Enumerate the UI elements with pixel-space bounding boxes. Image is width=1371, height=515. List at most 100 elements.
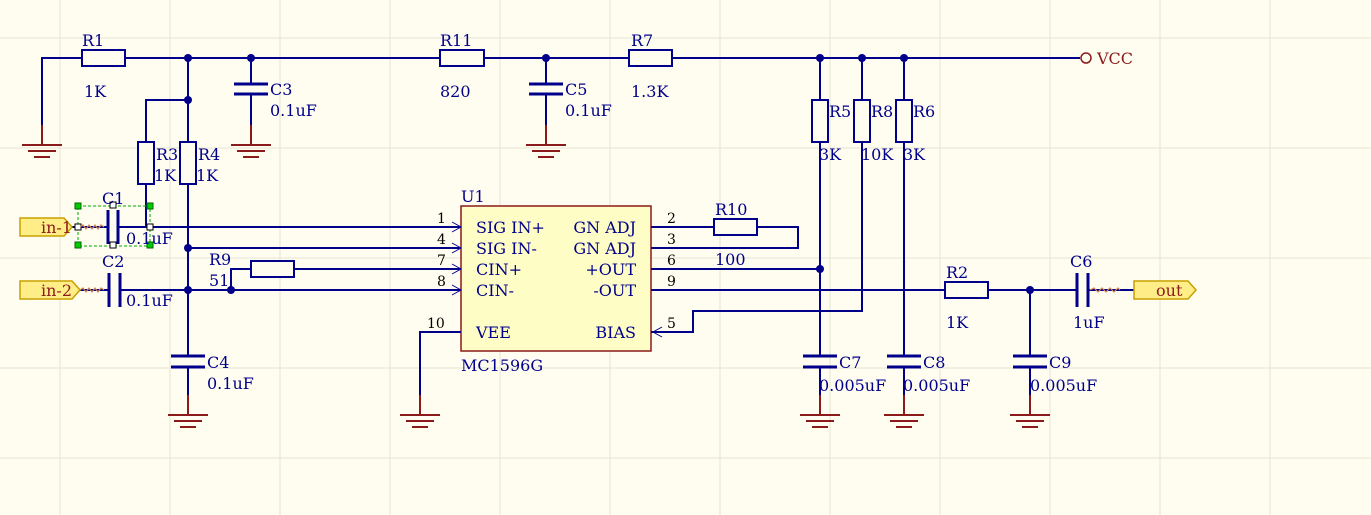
resistor-r8[interactable]: R8 10K (853, 99, 894, 164)
resistor-r1[interactable]: R1 1K (81, 31, 126, 101)
svg-text:GN ADJ: GN ADJ (573, 239, 636, 258)
pin-1[interactable]: 1 SIG IN+ (437, 211, 545, 237)
svg-text:5: 5 (667, 316, 676, 332)
value-label: 1K (154, 166, 177, 185)
pin-7[interactable]: 7 CIN+ (437, 253, 522, 279)
svg-text:SIG IN+: SIG IN+ (476, 218, 545, 237)
svg-text:in-1: in-1 (41, 218, 72, 237)
svg-text:VCC: VCC (1096, 49, 1133, 68)
ground-icon (400, 395, 440, 428)
value-label: 51 (209, 271, 229, 290)
svg-text:CIN-: CIN- (476, 281, 514, 300)
port-in-2[interactable]: in-2 (19, 280, 82, 300)
ic-u1[interactable]: U1 MC1596G 1 SIG IN+ 4 SIG IN- 7 CIN+ 8 … (427, 187, 676, 375)
svg-text:BIAS: BIAS (595, 323, 636, 342)
capacitor-c6[interactable]: C6 1uF (1070, 252, 1105, 332)
resistor-r3[interactable]: R3 1K (137, 141, 178, 185)
ref-label: C5 (565, 80, 587, 99)
value-label: 0.005uF (819, 376, 886, 395)
selection-handle[interactable] (74, 241, 82, 249)
svg-text:VEE: VEE (475, 323, 511, 342)
pin-6[interactable]: 6 +OUT (585, 253, 676, 279)
svg-text:SIG IN-: SIG IN- (476, 239, 537, 258)
value-label: 0.1uF (565, 101, 612, 120)
resistor-r2[interactable]: R2 1K (944, 263, 989, 332)
pin-8[interactable]: 8 CIN- (437, 274, 514, 300)
ref-label: C4 (207, 353, 229, 372)
ref-label: R4 (198, 145, 220, 164)
svg-text:+OUT: +OUT (585, 260, 636, 279)
selection-handle[interactable] (109, 201, 117, 209)
ref-label: R5 (829, 102, 851, 121)
port-in-1[interactable]: in-1 (19, 217, 74, 237)
value-label: 0.1uF (126, 229, 173, 248)
selection-handle[interactable] (74, 202, 82, 210)
svg-text:-OUT: -OUT (593, 281, 636, 300)
pin-9[interactable]: 9 -OUT (593, 274, 676, 300)
ground-icon (884, 395, 924, 428)
svg-text:3: 3 (667, 232, 676, 248)
resistor-r11[interactable]: R11 820 (439, 31, 485, 101)
capacitor-c1[interactable]: C1 0.1uF (74, 189, 173, 249)
ref-label: R7 (631, 31, 653, 50)
svg-text:in-2: in-2 (41, 281, 72, 300)
capacitor-c4[interactable]: C4 0.1uF (171, 353, 254, 393)
value-label: 100 (715, 250, 746, 269)
svg-text:out: out (1156, 281, 1183, 300)
selection-handle[interactable] (146, 202, 154, 210)
ref-label: R8 (871, 102, 893, 121)
net-marker-icon (79, 287, 105, 293)
ref-label: R11 (440, 31, 472, 50)
ref-label: C3 (270, 80, 292, 99)
selection-handle[interactable] (109, 241, 117, 249)
ref-label: R2 (946, 263, 968, 282)
svg-text:CIN+: CIN+ (476, 260, 522, 279)
capacitor-c3[interactable]: C3 0.1uF (234, 80, 317, 120)
pin-2[interactable]: 2 GN ADJ (573, 211, 676, 237)
pin-10[interactable]: 10 VEE (427, 316, 511, 342)
ref-label: C8 (923, 353, 945, 372)
ground-icon (168, 395, 208, 428)
resistor-r6[interactable]: R6 3K (895, 99, 935, 164)
value-label: 3K (903, 145, 926, 164)
value-label: 0.1uF (207, 374, 254, 393)
capacitor-c9[interactable]: C9 0.005uF (1013, 353, 1097, 395)
value-label: 820 (440, 82, 471, 101)
resistor-r5[interactable]: R5 3K (811, 99, 851, 164)
svg-text:1: 1 (437, 211, 446, 227)
net-marker-icon (79, 224, 105, 230)
capacitor-c8[interactable]: C8 0.005uF (887, 353, 970, 395)
value-label: 1K (946, 313, 969, 332)
capacitor-c5[interactable]: C5 0.1uF (529, 80, 612, 120)
resistor-r9[interactable]: R9 51 (209, 250, 295, 290)
net-marker-icon (1089, 287, 1121, 293)
selection-handle[interactable] (146, 241, 154, 249)
pin-5[interactable]: 5 BIAS (595, 316, 676, 342)
value-label: 10K (861, 145, 894, 164)
pin-3[interactable]: 3 GN ADJ (573, 232, 676, 258)
ref-label: R3 (156, 145, 178, 164)
pin-4[interactable]: 4 SIG IN- (437, 232, 537, 258)
svg-text:7: 7 (437, 253, 446, 269)
resistor-r4[interactable]: R4 1K (179, 141, 220, 185)
ground-icon (800, 395, 840, 428)
ic-part: MC1596G (461, 356, 543, 375)
ref-label: C1 (102, 189, 124, 208)
resistor-r7[interactable]: R7 1.3K (628, 31, 673, 101)
power-port-vcc[interactable]: VCC (1080, 49, 1133, 68)
selection-handle[interactable] (146, 223, 154, 231)
svg-text:8: 8 (437, 274, 446, 290)
ground-icon (1010, 395, 1050, 428)
svg-text:9: 9 (667, 274, 676, 290)
ref-label: C2 (102, 252, 124, 271)
port-out[interactable]: out (1133, 280, 1198, 300)
ref-label: C9 (1049, 353, 1071, 372)
capacitor-c2[interactable]: C2 0.1uF (102, 252, 173, 310)
svg-text:GN ADJ: GN ADJ (573, 218, 636, 237)
capacitor-c7[interactable]: C7 0.005uF (803, 353, 886, 395)
svg-text:4: 4 (437, 232, 446, 248)
resistor-r10[interactable]: R10 100 (713, 200, 758, 269)
value-label: 0.005uF (1030, 376, 1097, 395)
